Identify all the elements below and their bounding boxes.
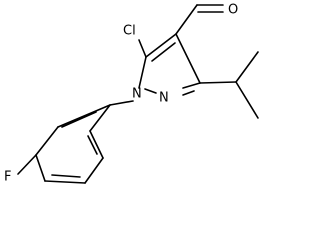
bond-c3-ch bbox=[199, 81, 237, 84]
bond-c5-c4-double bbox=[151, 42, 176, 62]
bond-ar4-ar5 bbox=[44, 180, 86, 184]
bond-ar6-ar1 bbox=[35, 126, 59, 156]
atom-labels: Cl O N N F bbox=[4, 3, 238, 185]
bond-c4-c3 bbox=[175, 33, 201, 84]
bond-c5-cl bbox=[138, 39, 147, 58]
bond-ar1-ar2 bbox=[89, 104, 111, 132]
bond-ar-f bbox=[17, 154, 37, 175]
bond-n2-n1 bbox=[144, 88, 157, 94]
bond-n1-c5 bbox=[138, 56, 147, 89]
fluorine-label: F bbox=[4, 170, 11, 185]
nitrogen-2-label: N bbox=[159, 91, 169, 106]
bond-ar5-ar6 bbox=[35, 154, 46, 182]
chemical-structure: Cl O N N F bbox=[4, 3, 259, 185]
bond-n1-aryl bbox=[109, 100, 134, 106]
bond-ar2-ar3 bbox=[89, 130, 104, 159]
oxygen-label: O bbox=[228, 3, 238, 18]
bonds bbox=[17, 4, 259, 184]
bond-ar3-ar4 bbox=[84, 157, 104, 184]
bond-c3-n2 bbox=[182, 82, 201, 89]
bond-c5-c4 bbox=[145, 33, 177, 58]
bond-ch-me1 bbox=[235, 51, 259, 83]
bond-ch-me2 bbox=[235, 81, 259, 119]
bond-c3-n2-double bbox=[182, 90, 195, 96]
bond-ar-inner-3 bbox=[51, 174, 81, 178]
nitrogen-1-label: N bbox=[132, 87, 142, 102]
bond-ar-diag bbox=[57, 104, 111, 128]
bond-c4-cho bbox=[175, 4, 198, 35]
chlorine-label: Cl bbox=[123, 24, 136, 39]
bond-ar-inner-2 bbox=[87, 135, 98, 155]
bond-ar-inner-1 bbox=[61, 111, 97, 128]
